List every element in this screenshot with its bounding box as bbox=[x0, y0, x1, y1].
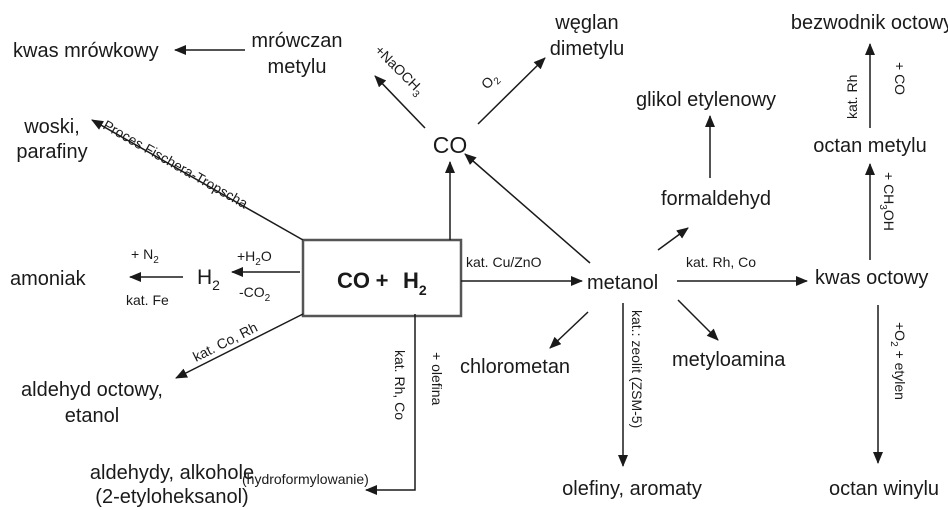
arrow-metanol-to-co bbox=[464, 153, 591, 264]
center-co: CO bbox=[337, 268, 370, 293]
label-o2-etylen: +O2 + etylen bbox=[888, 322, 908, 400]
label-kat-rh-co-vertical: kat. Rh, Co bbox=[392, 350, 408, 420]
node-metanol: metanol bbox=[587, 272, 658, 294]
label-o2: O2 bbox=[478, 69, 504, 95]
node-octan-metylu: octan metylu bbox=[813, 135, 926, 157]
node-weglan-line1: węglan bbox=[554, 12, 618, 34]
label-kat-fe: kat. Fe bbox=[126, 292, 169, 308]
arrow-to-metyloamina bbox=[677, 299, 719, 341]
node-formaldehyd: formaldehyd bbox=[661, 188, 771, 210]
node-mrowczan-line1: mrówczan bbox=[251, 30, 342, 52]
node-kwas-mrowkowy: kwas mrówkowy bbox=[13, 40, 159, 62]
label-ch3oh: + CH3OH bbox=[877, 172, 897, 231]
arrow-to-chlorometan bbox=[549, 311, 589, 349]
label-n2: + N2 bbox=[131, 246, 159, 266]
node-woski-line2: parafiny bbox=[16, 141, 87, 163]
center-plus: + bbox=[376, 268, 389, 293]
label-kat-cu-zno: kat. Cu/ZnO bbox=[466, 254, 542, 270]
node-chlorometan: chlorometan bbox=[460, 356, 570, 378]
label-naoch3: +NaOCH3 bbox=[369, 42, 428, 101]
label-kat-rh: kat. Rh bbox=[844, 75, 860, 119]
node-olefiny-aromaty: olefiny, aromaty bbox=[562, 478, 702, 500]
node-aldehydy-line1: aldehydy, alkohole bbox=[90, 462, 254, 484]
arrow-co-to-mrowczan bbox=[374, 75, 426, 129]
arrow-to-formaldehyd bbox=[657, 227, 689, 251]
arrow-to-woski bbox=[91, 119, 304, 241]
node-octan-winylu: octan winylu bbox=[829, 478, 939, 500]
label-co2: -CO2 bbox=[239, 284, 271, 304]
label-plus-olefina: + olefina bbox=[429, 352, 445, 406]
arrow-to-aldehyd bbox=[175, 313, 304, 379]
node-mrowczan-line2: metylu bbox=[268, 56, 327, 78]
label-hydroformylowanie: (hydroformylowanie) bbox=[242, 471, 369, 487]
center-box bbox=[301, 238, 463, 318]
node-glikol-etylenowy: glikol etylenowy bbox=[636, 89, 776, 111]
node-co: CO bbox=[433, 132, 468, 158]
arrow-hydroformylowanie bbox=[365, 314, 416, 495]
label-kat-rh-co-horizontal: kat. Rh, Co bbox=[686, 254, 756, 270]
node-bezwodnik-octowy: bezwodnik octowy bbox=[791, 12, 948, 34]
node-aldehyd-line2: etanol bbox=[65, 405, 120, 427]
label-fischer-tropsch: Proces Fischera-Tropscha bbox=[101, 117, 251, 212]
label-zeolit: kat.: zeolit (ZSM-5) bbox=[629, 310, 645, 428]
node-h2: H2 bbox=[197, 266, 220, 293]
node-amoniak: amoniak bbox=[10, 268, 87, 290]
node-kwas-octowy: kwas octowy bbox=[815, 267, 928, 289]
node-aldehydy-line2: (2-etyloheksanol) bbox=[95, 486, 248, 508]
arrow-co-to-weglan bbox=[477, 57, 546, 125]
node-weglan-line2: dimetylu bbox=[550, 38, 624, 60]
center-h2: H2 bbox=[403, 268, 427, 298]
node-woski-line1: woski, bbox=[23, 116, 80, 138]
label-plus-co: + CO bbox=[892, 62, 908, 95]
node-metyloamina: metyloamina bbox=[672, 349, 786, 371]
label-h2o: +H2O bbox=[237, 248, 272, 268]
node-aldehyd-line1: aldehyd octowy, bbox=[21, 379, 163, 401]
